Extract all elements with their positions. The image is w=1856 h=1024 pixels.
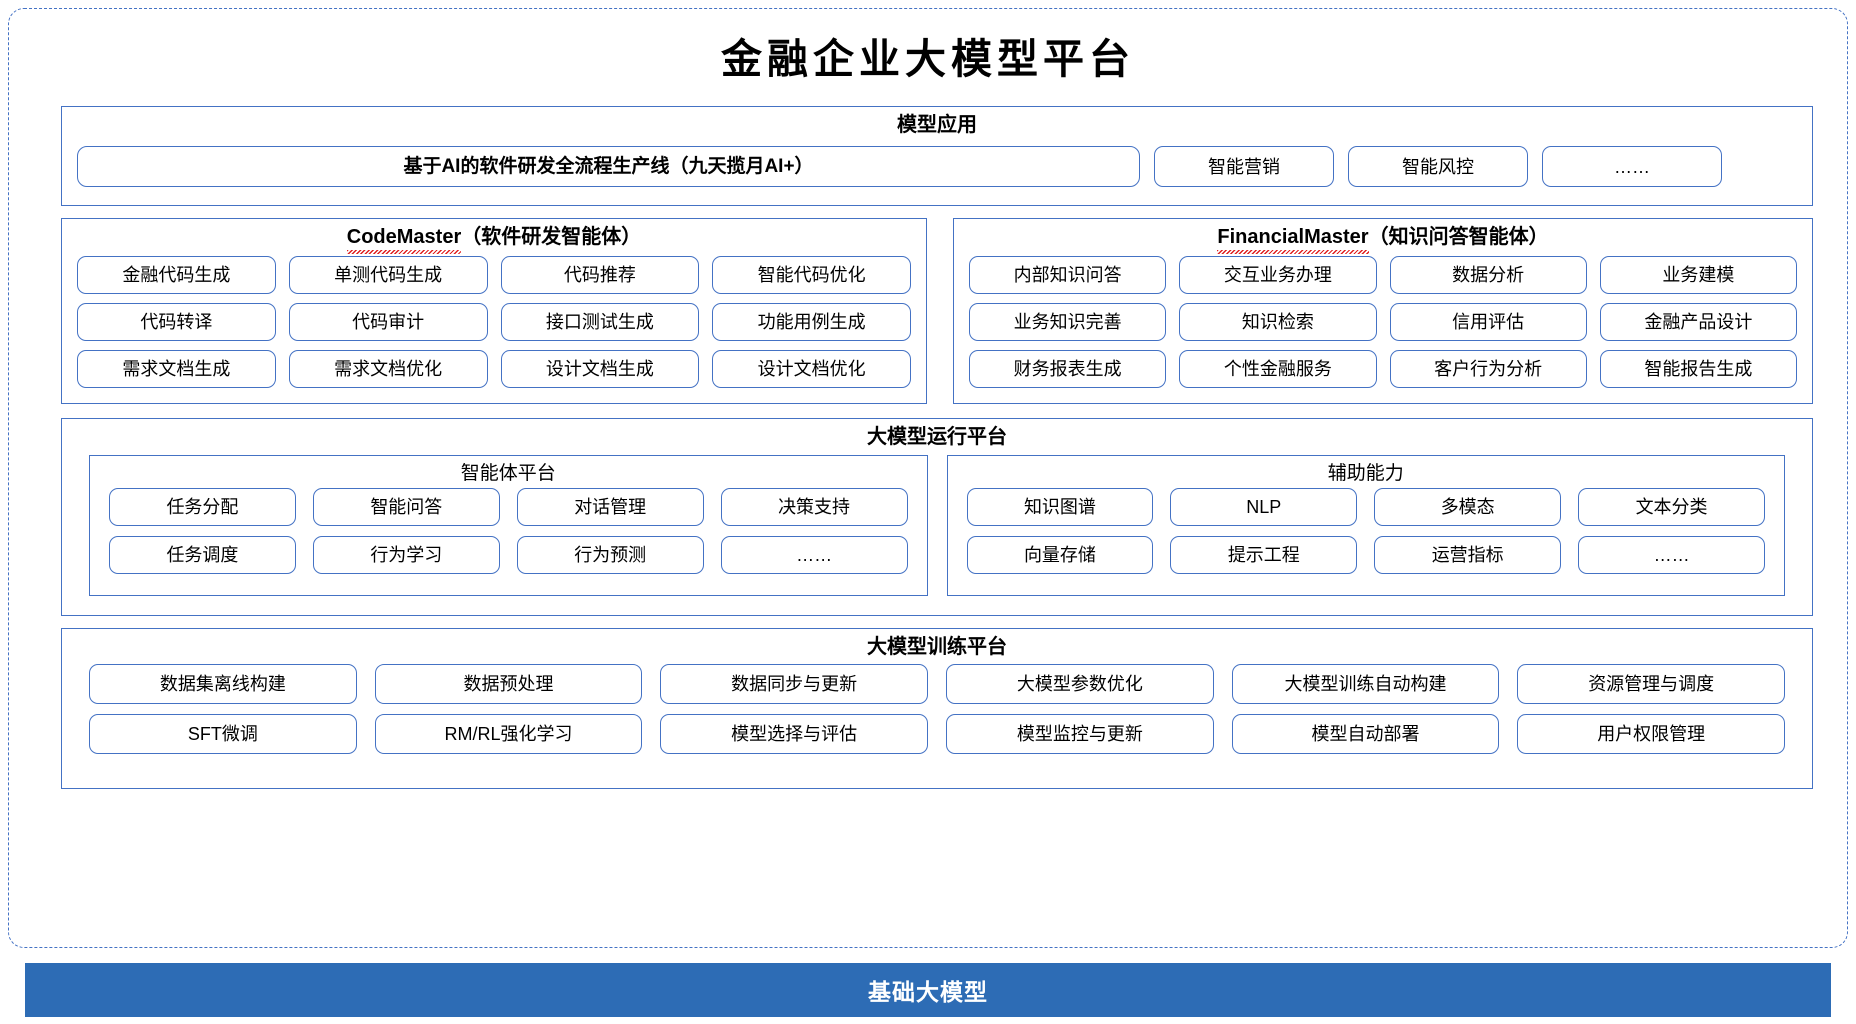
chip[interactable]: 数据预处理: [374, 664, 643, 704]
chip[interactable]: 个性金融服务: [1179, 350, 1377, 388]
chip[interactable]: NLP: [1170, 487, 1358, 526]
base-model-label: 基础大模型: [868, 979, 988, 1005]
chip[interactable]: 代码推荐: [500, 256, 700, 294]
financialmaster-items: 内部知识问答 交互业务办理 数据分析 业务建模 业务知识完善 知识检索 信用评估…: [954, 252, 1812, 388]
chip[interactable]: ……: [1578, 535, 1765, 574]
chip[interactable]: 文本分类: [1578, 487, 1765, 526]
chip[interactable]: 业务知识完善: [969, 303, 1167, 341]
chip[interactable]: 模型选择与评估: [660, 714, 929, 754]
app-banner-chip[interactable]: 基于AI的软件研发全流程生产线（九天揽月AI+）: [77, 146, 1140, 187]
chip[interactable]: 财务报表生成: [969, 350, 1167, 388]
agent-platform-items: 任务分配 智能问答 对话管理 决策支持 任务调度 行为学习 行为预测 ……: [90, 487, 927, 574]
chip[interactable]: 提示工程: [1170, 535, 1358, 574]
chip[interactable]: 对话管理: [516, 487, 704, 526]
codemaster-row-3: 需求文档生成 需求文档优化 设计文档生成 设计文档优化: [77, 350, 911, 388]
chip[interactable]: 接口测试生成: [500, 303, 700, 341]
chip[interactable]: 决策支持: [720, 487, 908, 526]
chip[interactable]: 信用评估: [1389, 303, 1587, 341]
chip[interactable]: 客户行为分析: [1389, 350, 1587, 388]
chip[interactable]: 智能报告生成: [1599, 350, 1797, 388]
chip[interactable]: 代码转译: [77, 303, 276, 341]
app-item-more[interactable]: ……: [1542, 146, 1722, 187]
chip[interactable]: 需求文档生成: [77, 350, 276, 388]
chip[interactable]: 交互业务办理: [1179, 256, 1377, 294]
chip[interactable]: 多模态: [1374, 487, 1562, 526]
training-platform-row-1: 数据集离线构建 数据预处理 数据同步与更新 大模型参数优化 大模型训练自动构建 …: [89, 664, 1786, 704]
chip[interactable]: ……: [720, 535, 908, 574]
training-platform-panel: 大模型训练平台 数据集离线构建 数据预处理 数据同步与更新 大模型参数优化 大模…: [61, 628, 1813, 789]
financialmaster-row-3: 财务报表生成 个性金融服务 客户行为分析 智能报告生成: [969, 350, 1797, 388]
codemaster-row-1: 金融代码生成 单测代码生成 代码推荐 智能代码优化: [77, 256, 911, 294]
codemaster-title: CodeMaster（软件研发智能体）: [62, 219, 926, 254]
agent-platform-row-2: 任务调度 行为学习 行为预测 ……: [109, 535, 908, 574]
auxiliary-capability-items: 知识图谱 NLP 多模态 文本分类 向量存储 提示工程 运营指标 ……: [948, 487, 1785, 574]
chip[interactable]: RM/RL强化学习: [374, 714, 643, 754]
chip[interactable]: 数据集离线构建: [89, 664, 357, 704]
chip[interactable]: 大模型参数优化: [946, 664, 1214, 704]
chip[interactable]: 行为学习: [312, 535, 500, 574]
codemaster-name-en: CodeMaster: [346, 226, 462, 254]
chip[interactable]: 用户权限管理: [1517, 714, 1786, 754]
auxiliary-capability-title: 辅助能力: [1327, 463, 1404, 484]
auxiliary-capability-row-1: 知识图谱 NLP 多模态 文本分类: [966, 487, 1765, 526]
chip[interactable]: 大模型训练自动构建: [1231, 664, 1500, 704]
chip[interactable]: 任务调度: [109, 535, 296, 574]
page-title: 金融企业大模型平台: [721, 36, 1135, 82]
chip[interactable]: 数据分析: [1389, 256, 1587, 294]
chip[interactable]: 数据同步与更新: [660, 664, 929, 704]
financialmaster-agent-panel: FinancialMaster（知识问答智能体） 内部知识问答 交互业务办理 数…: [953, 218, 1813, 404]
chip[interactable]: 设计文档生成: [500, 350, 700, 388]
chip[interactable]: 金融产品设计: [1599, 303, 1797, 341]
app-item-risk-control[interactable]: 智能风控: [1348, 146, 1528, 187]
chip[interactable]: 设计文档优化: [712, 350, 911, 388]
codemaster-items: 金融代码生成 单测代码生成 代码推荐 智能代码优化 代码转译 代码审计 接口测试…: [62, 252, 926, 388]
model-application-title: 模型应用: [897, 114, 977, 136]
chip[interactable]: 资源管理与调度: [1517, 664, 1786, 704]
chip[interactable]: 任务分配: [109, 487, 296, 526]
chip[interactable]: 智能代码优化: [712, 256, 911, 294]
codemaster-name-cn: （软件研发智能体）: [461, 226, 642, 248]
chip[interactable]: 向量存储: [966, 535, 1154, 574]
chip[interactable]: SFT微调: [89, 714, 357, 754]
chip[interactable]: 智能问答: [312, 487, 500, 526]
auxiliary-capability-row-2: 向量存储 提示工程 运营指标 ……: [966, 535, 1765, 574]
chip[interactable]: 运营指标: [1374, 535, 1562, 574]
chip[interactable]: 代码审计: [288, 303, 488, 341]
chip[interactable]: 内部知识问答: [969, 256, 1167, 294]
financialmaster-name-cn: （知识问答智能体）: [1368, 226, 1549, 248]
financialmaster-row-1: 内部知识问答 交互业务办理 数据分析 业务建模: [969, 256, 1797, 294]
financialmaster-row-2: 业务知识完善 知识检索 信用评估 金融产品设计: [969, 303, 1797, 341]
agent-platform-title: 智能体平台: [460, 463, 556, 484]
training-platform-title: 大模型训练平台: [867, 636, 1007, 658]
chip[interactable]: 知识检索: [1179, 303, 1377, 341]
chip[interactable]: 知识图谱: [966, 487, 1154, 526]
chip[interactable]: 金融代码生成: [77, 256, 276, 294]
runtime-platform-panel: 大模型运行平台 智能体平台 任务分配 智能问答 对话管理 决策支持 任务调度 行…: [61, 418, 1813, 616]
chip[interactable]: 模型监控与更新: [946, 714, 1214, 754]
financialmaster-name-en: FinancialMaster: [1217, 226, 1369, 254]
runtime-platform-title: 大模型运行平台: [867, 426, 1007, 448]
chip[interactable]: 业务建模: [1599, 256, 1797, 294]
codemaster-agent-panel: CodeMaster（软件研发智能体） 金融代码生成 单测代码生成 代码推荐 智…: [61, 218, 927, 404]
model-application-items: 基于AI的软件研发全流程生产线（九天揽月AI+） 智能营销 智能风控 ……: [62, 146, 1812, 187]
codemaster-row-2: 代码转译 代码审计 接口测试生成 功能用例生成: [77, 303, 911, 341]
training-platform-row-2: SFT微调 RM/RL强化学习 模型选择与评估 模型监控与更新 模型自动部署 用…: [89, 714, 1786, 754]
diagram-outer-frame: 金融企业大模型平台 模型应用 基于AI的软件研发全流程生产线（九天揽月AI+） …: [8, 8, 1848, 948]
training-platform-items: 数据集离线构建 数据预处理 数据同步与更新 大模型参数优化 大模型训练自动构建 …: [62, 662, 1812, 754]
chip[interactable]: 单测代码生成: [288, 256, 488, 294]
chip[interactable]: 需求文档优化: [288, 350, 488, 388]
chip[interactable]: 功能用例生成: [712, 303, 911, 341]
base-model-bar: 基础大模型: [25, 963, 1831, 1017]
chip[interactable]: 模型自动部署: [1231, 714, 1500, 754]
agent-platform-row-1: 任务分配 智能问答 对话管理 决策支持: [109, 487, 908, 526]
app-item-marketing[interactable]: 智能营销: [1154, 146, 1334, 187]
financialmaster-title: FinancialMaster（知识问答智能体）: [954, 219, 1812, 254]
model-application-panel: 模型应用 基于AI的软件研发全流程生产线（九天揽月AI+） 智能营销 智能风控 …: [61, 106, 1813, 206]
agent-platform-subpanel: 智能体平台 任务分配 智能问答 对话管理 决策支持 任务调度 行为学习 行为预测…: [89, 455, 928, 596]
chip[interactable]: 行为预测: [516, 535, 704, 574]
auxiliary-capability-subpanel: 辅助能力 知识图谱 NLP 多模态 文本分类 向量存储 提示工程 运营指标 ……: [946, 455, 1785, 596]
